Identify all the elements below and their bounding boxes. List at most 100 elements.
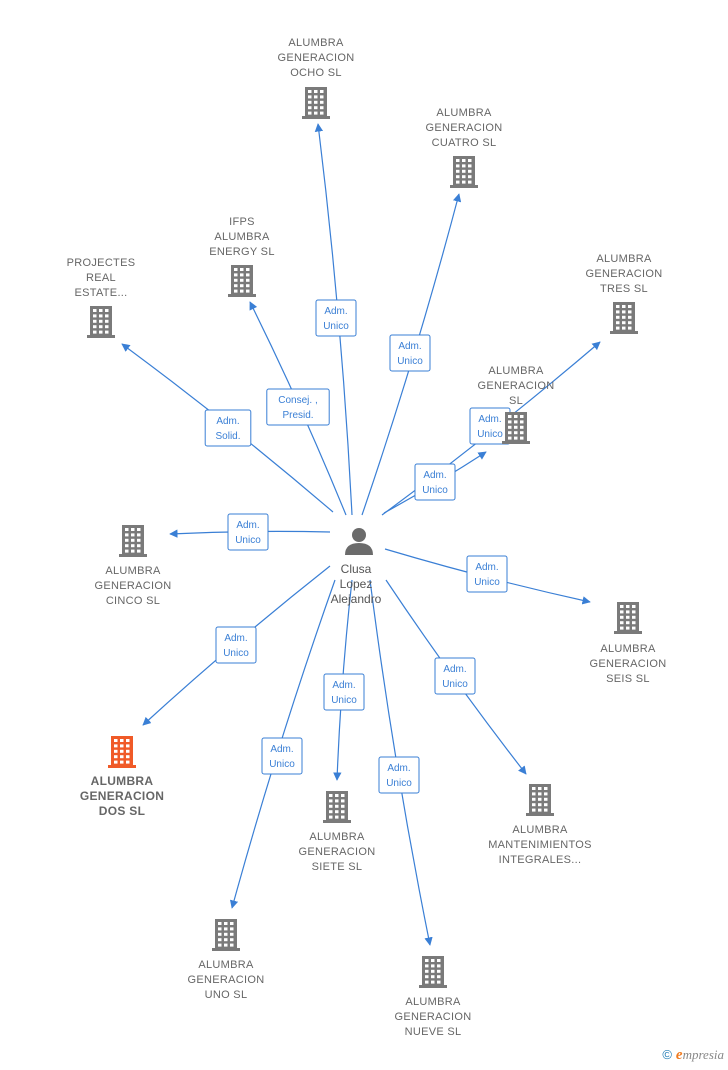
role-text: Solid.	[215, 431, 240, 442]
role-badge-box	[215, 626, 257, 664]
role-text: Adm.	[423, 470, 446, 481]
company-name-line: INTEGRALES...	[499, 854, 582, 866]
company-name-line: SEIS SL	[606, 673, 650, 685]
building-icon	[610, 302, 638, 334]
role-badge-box	[315, 299, 357, 337]
copyright-symbol: ©	[662, 1047, 672, 1062]
role-badge-cinco[interactable]: Adm.Unico	[227, 513, 269, 551]
building-icon	[108, 736, 136, 768]
role-badge-mantenimientos[interactable]: Adm. Unico	[434, 657, 476, 695]
role-badge-box	[323, 673, 365, 711]
company-name-line: NUEVE SL	[405, 1026, 462, 1038]
company-name-line: MANTENIMIENTOS	[488, 839, 592, 851]
brand-name: mpresia	[682, 1047, 724, 1062]
footer-brand[interactable]: ©empresia	[662, 1047, 724, 1064]
company-name-line: ESTATE...	[74, 287, 127, 299]
company-name-line: GENERACION	[188, 974, 265, 986]
role-text: Unico	[269, 759, 295, 770]
role-badge-box	[389, 334, 431, 372]
company-name-line: ALUMBRA	[436, 107, 492, 119]
role-text: Unico	[397, 356, 423, 367]
company-name-line: CINCO SL	[106, 595, 160, 607]
building-icon	[87, 306, 115, 338]
role-text: Unico	[442, 679, 468, 690]
role-text: Unico	[331, 695, 357, 706]
role-text: Unico	[386, 778, 412, 789]
role-badge-tres[interactable]: Adm.Unico	[469, 407, 511, 445]
role-text: Adm.	[443, 664, 466, 675]
role-badge-sl[interactable]: Adm.Unico	[414, 463, 456, 501]
building-icon	[450, 156, 478, 188]
company-node-uno[interactable]: ALUMBRA GENERACION UNO SL	[188, 919, 265, 1001]
person-name-line: Clusa	[341, 562, 372, 576]
company-node-cuatro[interactable]: ALUMBRA GENERACION CUATRO SL	[426, 107, 503, 188]
company-name-line: REAL	[86, 272, 116, 284]
role-badge-box	[466, 555, 508, 593]
role-badge-box	[261, 737, 303, 775]
company-name-line: TRES SL	[600, 283, 648, 295]
role-text: Adm.	[332, 680, 355, 691]
role-badge-dos[interactable]: Adm. Unico	[215, 626, 257, 664]
company-name-line: ALUMBRA	[91, 774, 154, 788]
company-name-line: ALUMBRA	[309, 831, 365, 843]
company-name-line: ALUMBRA	[600, 643, 656, 655]
company-node-projectes[interactable]: PROJECTESREALESTATE...	[67, 257, 136, 338]
role-badge-cuatro[interactable]: Adm. Unico	[389, 334, 431, 372]
role-text: Unico	[223, 648, 249, 659]
company-name-line: UNO SL	[205, 989, 248, 1001]
company-name-line: OCHO SL	[290, 67, 342, 79]
role-badge-box	[414, 463, 456, 501]
role-badge-projectes[interactable]: Adm.Solid.	[204, 409, 252, 447]
company-node-siete[interactable]: ALUMBRA GENERACION SIETE SL	[299, 791, 376, 873]
company-name-line: GENERACION	[586, 268, 663, 280]
building-icon	[119, 525, 147, 557]
company-name-line: GENERACION	[478, 380, 555, 392]
company-name-line: GENERACION	[299, 846, 376, 858]
role-badge-box	[434, 657, 476, 695]
role-badge-seis[interactable]: Adm.Unico	[466, 555, 508, 593]
role-badge-siete[interactable]: Adm. Unico	[323, 673, 365, 711]
company-name-line: SIETE SL	[312, 861, 363, 873]
company-name-line: ALUMBRA	[198, 959, 254, 971]
role-text: Adm.	[224, 633, 247, 644]
company-name-line: GENERACION	[95, 580, 172, 592]
role-badge-ocho[interactable]: Adm.Unico	[315, 299, 357, 337]
building-icon	[419, 956, 447, 988]
role-text: Adm.	[398, 341, 421, 352]
company-name-line: ALUMBRA	[488, 365, 544, 377]
building-icon	[323, 791, 351, 823]
building-icon	[614, 602, 642, 634]
role-badge-nueve[interactable]: Adm. Unico	[378, 756, 420, 794]
role-badge-box	[378, 756, 420, 794]
company-name-line: IFPS	[229, 216, 255, 228]
company-name-line: ALUMBRA	[214, 231, 270, 243]
building-icon	[502, 412, 530, 444]
company-node-seis[interactable]: ALUMBRA GENERACION SEIS SL	[590, 602, 667, 685]
role-badge-box	[227, 513, 269, 551]
company-name-line: GENERACION	[426, 122, 503, 134]
role-text: Adm.	[387, 763, 410, 774]
brand-initial: e	[675, 1047, 683, 1063]
role-text: Adm.	[478, 414, 501, 425]
company-name-line: CUATRO SL	[432, 137, 497, 149]
role-text: Unico	[474, 577, 500, 588]
role-badge-uno[interactable]: Adm.Unico	[261, 737, 303, 775]
role-badge-ifps[interactable]: Consej. ,Presid.	[266, 388, 330, 426]
company-name-line: DOS SL	[99, 804, 145, 818]
company-name-line: GENERACION	[590, 658, 667, 670]
company-name-line: ALUMBRA	[512, 824, 568, 836]
building-icon	[228, 265, 256, 297]
role-text: Adm.	[236, 520, 259, 531]
company-name-line: GENERACION	[395, 1011, 472, 1023]
company-node-mantenimientos[interactable]: ALUMBRA MANTENIMIENTOS INTEGRALES...	[488, 784, 592, 866]
